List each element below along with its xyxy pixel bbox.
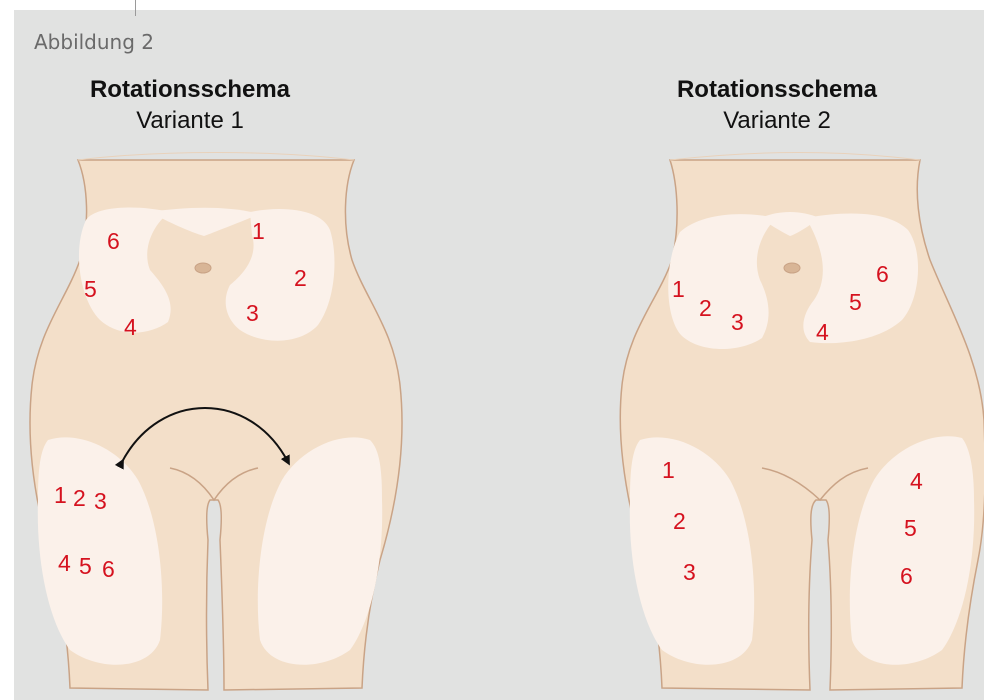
v2-abd-label-3: 3 xyxy=(731,309,744,335)
v1-thigh-label-5: 5 xyxy=(79,553,92,579)
v2-abd-label-1: 1 xyxy=(672,276,685,302)
v2-thigh-label-4: 4 xyxy=(910,468,923,494)
v2-abd-label-5: 5 xyxy=(849,289,862,315)
v2-abd-label-4: 4 xyxy=(816,319,829,345)
v1-thigh-label-2: 2 xyxy=(73,485,86,511)
v2-thigh-label-5: 5 xyxy=(904,515,917,541)
variant1-navel xyxy=(195,263,211,273)
v1-abd-label-3: 3 xyxy=(246,300,259,326)
v1-thigh-label-6: 6 xyxy=(102,556,115,582)
v1-thigh-label-3: 3 xyxy=(94,488,107,514)
v1-thigh-label-4: 4 xyxy=(58,550,71,576)
variant2-body xyxy=(620,153,984,691)
v1-abd-label-4: 4 xyxy=(124,314,137,340)
v1-abd-label-2: 2 xyxy=(294,265,307,291)
v1-abd-label-6: 6 xyxy=(107,228,120,254)
v2-abd-label-2: 2 xyxy=(699,295,712,321)
v2-thigh-label-1: 1 xyxy=(662,457,675,483)
variant1-body xyxy=(30,153,402,691)
variant2-waist-curve xyxy=(670,153,920,161)
v1-thigh-label-1: 1 xyxy=(54,482,67,508)
v2-abd-label-6: 6 xyxy=(876,261,889,287)
v1-abd-label-5: 5 xyxy=(84,276,97,302)
v2-thigh-label-6: 6 xyxy=(900,563,913,589)
v2-thigh-label-2: 2 xyxy=(673,508,686,534)
variant1-waist-curve xyxy=(78,153,354,161)
v2-thigh-label-3: 3 xyxy=(683,559,696,585)
variant2-navel xyxy=(784,263,800,273)
v1-abd-label-1: 1 xyxy=(252,218,265,244)
